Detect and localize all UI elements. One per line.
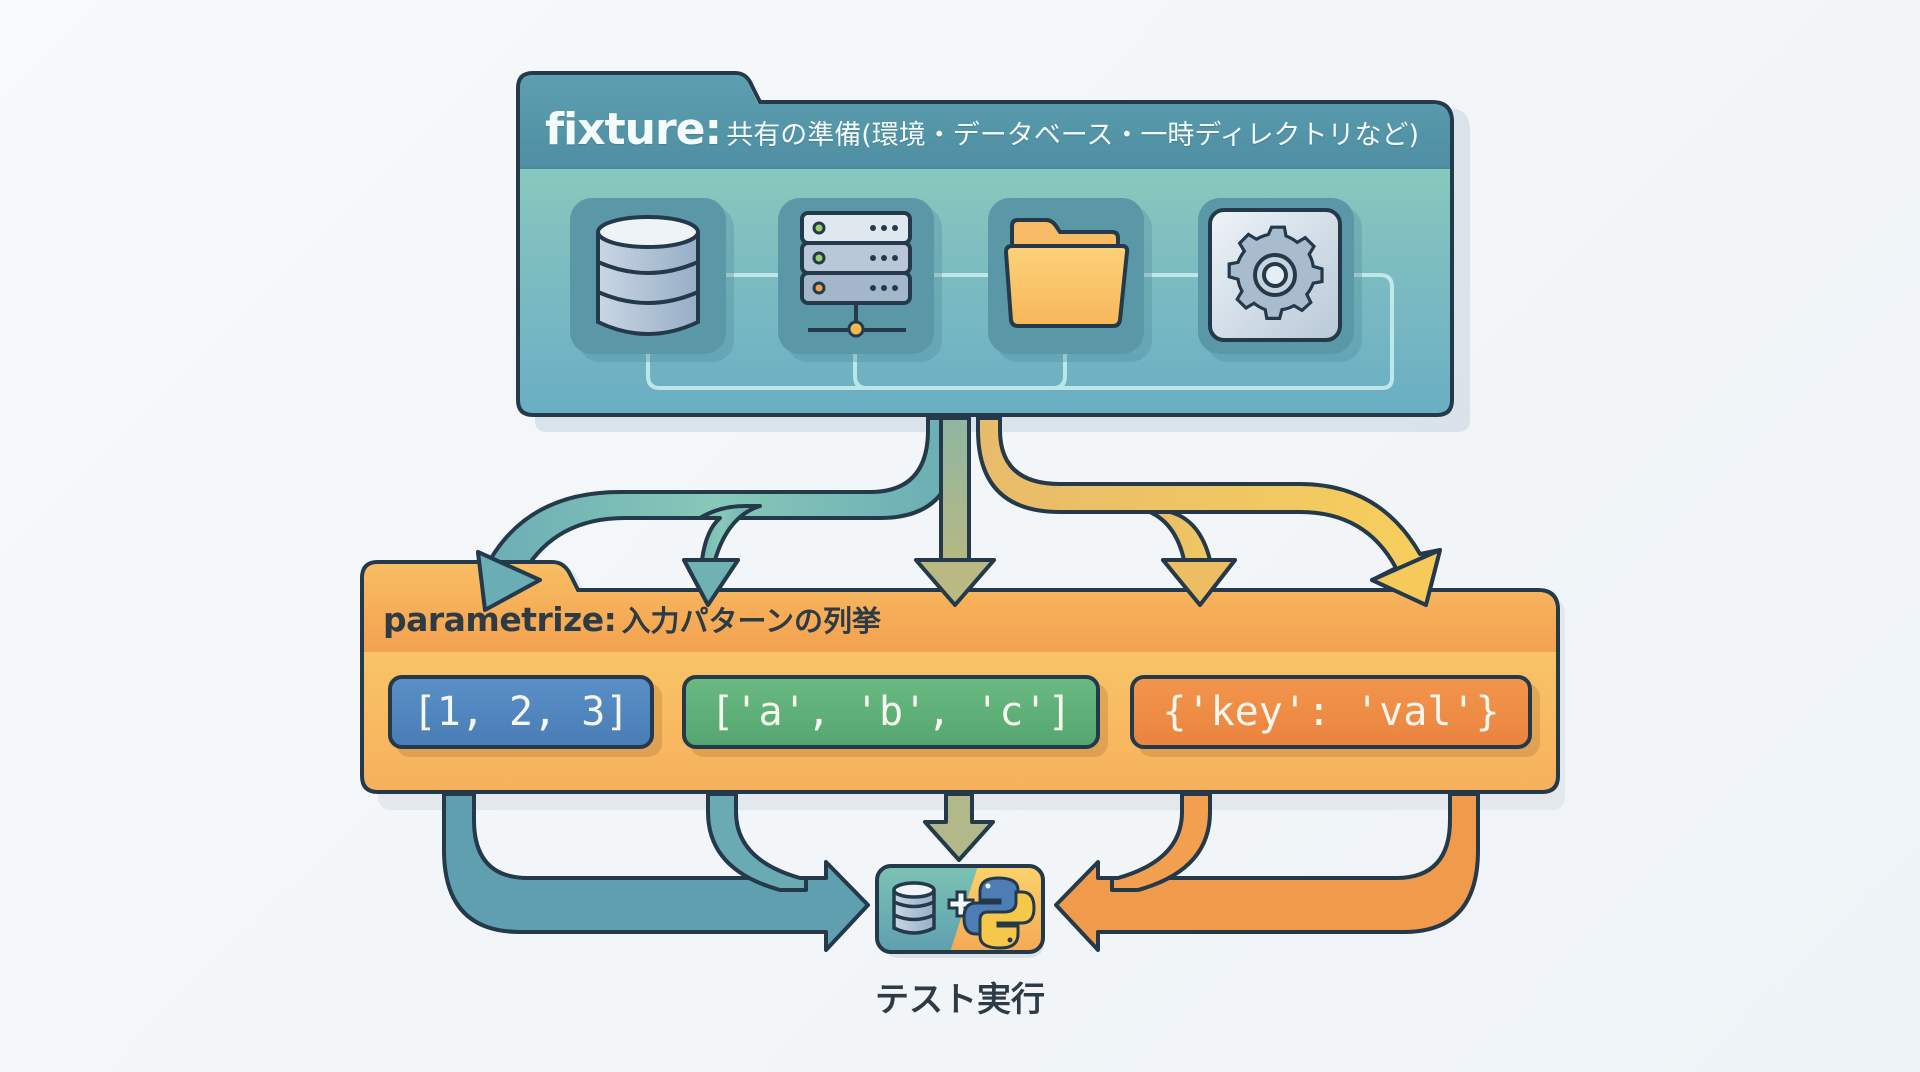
arrow-param-to-run-1 (442, 792, 870, 952)
fixture-description: 共有の準備(環境・データベース・一時ディレクトリなど) (726, 120, 1420, 151)
folder-icon (1003, 218, 1130, 328)
python-icon (962, 876, 1036, 950)
fixture-keyword: fixture: (545, 104, 722, 155)
test-run-label: テスト実行 (875, 980, 1045, 1020)
fixture-box (516, 71, 1470, 432)
arrow-param-to-run-5 (1110, 792, 1212, 892)
test-run-node (875, 864, 1045, 958)
server-icon (800, 211, 912, 338)
fixture-server-tile (778, 198, 942, 362)
database-icon (596, 215, 700, 336)
param-to-run-arrows (442, 792, 1480, 952)
arrow-param-to-run-3 (923, 792, 995, 862)
param-value-dict: {'key': 'val'} (1130, 675, 1532, 749)
gear-icon (1208, 208, 1342, 342)
param-value-list-strings: ['a', 'b', 'c'] (682, 675, 1100, 749)
fixture-database-tile (570, 198, 734, 362)
fixture-folder-tile (988, 198, 1152, 362)
parametrize-title: parametrize: 入力パターンの列挙 (383, 598, 881, 640)
arrow-param-to-run-2 (706, 792, 808, 892)
database-icon (892, 881, 936, 935)
param-value-list-ints: [1, 2, 3] (388, 675, 654, 749)
fixture-connector-lines (646, 273, 1394, 390)
arrow-param-to-run-4 (1054, 792, 1480, 952)
parametrize-description: 入力パターンの列挙 (621, 604, 882, 638)
fixture-gear-tile (1198, 198, 1362, 362)
fixture-title: fixture: 共有の準備(環境・データベース・一時ディレクトリなど) (545, 104, 1419, 155)
parametrize-keyword: parametrize: (383, 600, 617, 639)
